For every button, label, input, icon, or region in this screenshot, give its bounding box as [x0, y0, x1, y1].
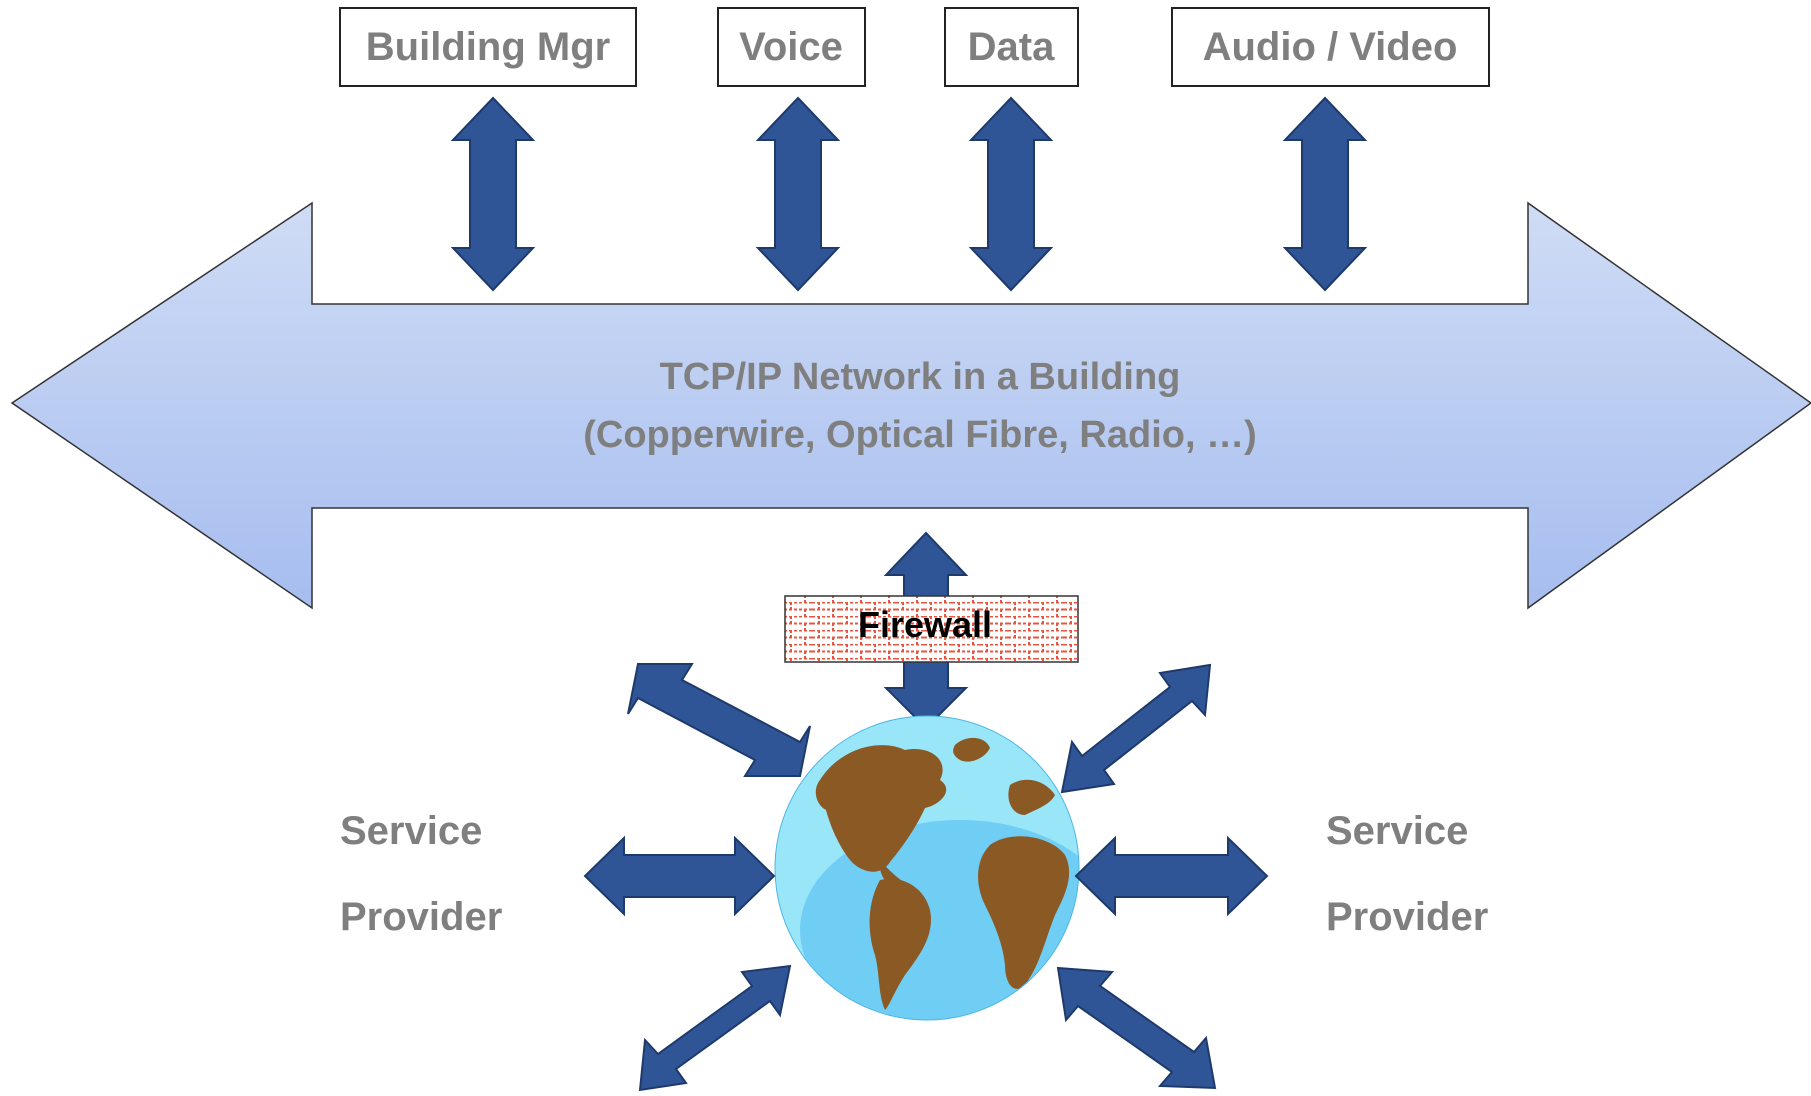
building-mgr-link-arrow: [450, 96, 536, 292]
left-provider-arrow: [583, 835, 776, 917]
service-provider-left-line1: Service: [340, 809, 482, 853]
voice-box: Voice: [717, 7, 866, 87]
firewall: Firewall: [784, 595, 1079, 663]
audio-video-box: Audio / Video: [1171, 7, 1490, 87]
voice-link-arrow: [755, 96, 841, 292]
network-title: TCP/IP Network in a Building: [660, 356, 1181, 398]
audio-video-label: Audio / Video: [1203, 25, 1458, 69]
service-provider-right-line2: Provider: [1326, 895, 1488, 939]
service-provider-left-line2: Provider: [340, 895, 502, 939]
service-provider-right: Service Provider: [1326, 809, 1488, 939]
building-mgr-label: Building Mgr: [366, 25, 610, 69]
data-box: Data: [944, 7, 1079, 87]
lower-right-provider-arrow: [1056, 966, 1217, 1090]
data-link-arrow: [968, 96, 1054, 292]
upper-left-provider-arrow: [627, 663, 811, 777]
building-mgr-box: Building Mgr: [339, 7, 637, 87]
data-label: Data: [968, 25, 1055, 69]
audio-video-link-arrow: [1282, 96, 1368, 292]
upper-right-provider-arrow: [1060, 663, 1212, 794]
globe-icon: [774, 715, 1080, 1021]
right-provider-arrow: [1074, 835, 1269, 917]
service-provider-right-line1: Service: [1326, 809, 1468, 853]
firewall-label: Firewall: [858, 604, 992, 645]
voice-label: Voice: [739, 25, 843, 69]
network-subtitle: (Copperwire, Optical Fibre, Radio, …): [583, 414, 1257, 456]
lower-left-provider-arrow: [638, 964, 792, 1092]
service-provider-left: Service Provider: [340, 809, 502, 939]
network-bus-arrow: [10, 201, 1811, 610]
